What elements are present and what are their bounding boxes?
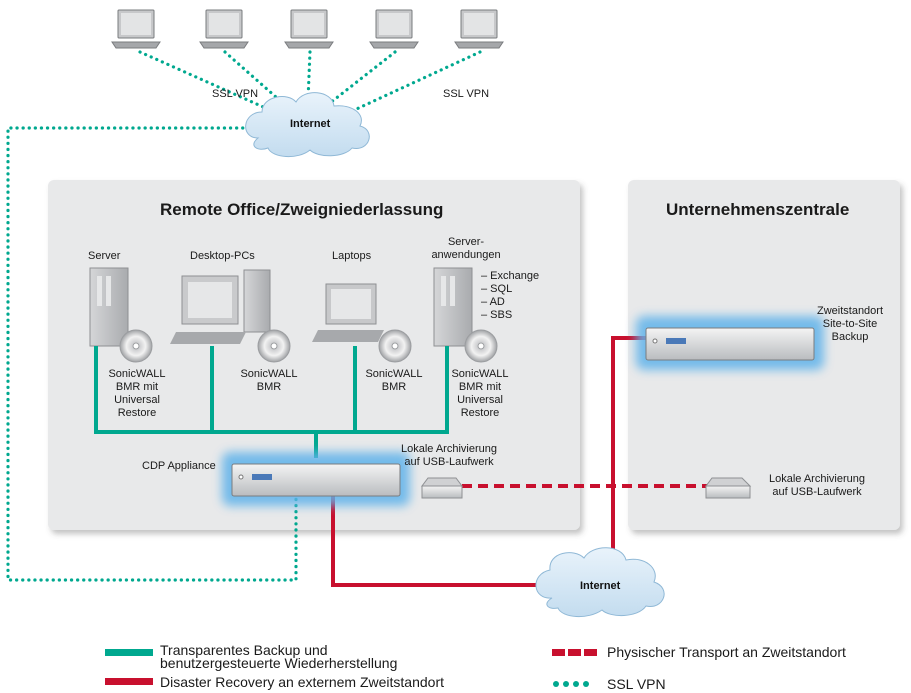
hq-appliance-icon [636, 316, 824, 370]
ssl-vpn-links [6, 50, 482, 582]
ssl-vpn-label-right: SSL VPN [443, 88, 490, 100]
serverapps-label: Server-anwendungen [431, 236, 501, 261]
cdp-appliance-label: CDP Appliance [142, 460, 216, 472]
laptops-label: Laptops [332, 250, 372, 262]
app-item: – SQL [481, 283, 513, 295]
app-server-tower-icon [433, 267, 473, 347]
desktop-label: Desktop-PCs [190, 250, 255, 262]
server-tower-icon [89, 267, 129, 347]
legend-red-dashed-label: Physischer Transport an Zweitstandort [607, 644, 846, 660]
legend-red-label: Disaster Recovery an externem Zweitstand… [160, 674, 444, 690]
laptop-mid-icon [312, 283, 384, 342]
internet-cloud-top [245, 92, 370, 157]
usb-drive-icon [421, 477, 463, 499]
internet-label-bottom: Internet [580, 580, 621, 592]
apps-list: – Exchange – SQL – AD – SBS [481, 270, 539, 322]
legend-red-dashed-swatch [552, 649, 597, 656]
backup-links [94, 346, 449, 458]
server-label: Server [88, 250, 121, 262]
app-item: – AD [481, 296, 505, 308]
internet-label-top: Internet [290, 118, 331, 130]
app-item: – Exchange [481, 270, 540, 282]
ssl-vpn-label-left: SSL VPN [212, 88, 259, 100]
remote-office-title: Remote Office/Zweigniederlassung [160, 200, 444, 219]
legend-green-swatch [105, 649, 153, 656]
app-item: – SBS [481, 309, 513, 321]
cdp-appliance-icon [222, 452, 410, 506]
desktop-pc-icon [170, 269, 271, 344]
cd-icon [119, 329, 498, 363]
hq-usb-drive-icon [705, 477, 752, 499]
legend-dotted-label: SSL VPN [607, 676, 666, 692]
internet-cloud-bottom [535, 547, 665, 617]
legend-red-swatch [105, 678, 153, 685]
laptop-icon [111, 9, 504, 49]
legend-dotted-swatch [553, 681, 589, 687]
hq-title: Unternehmenszentrale [666, 200, 850, 219]
